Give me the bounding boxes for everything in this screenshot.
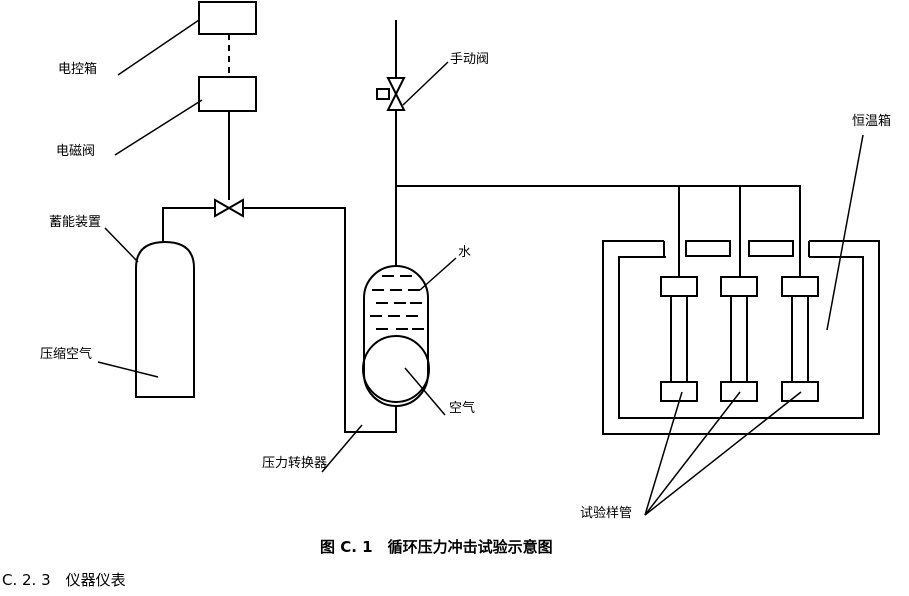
solenoid-valve-box bbox=[198, 76, 257, 112]
section-heading: C. 2. 3 仪器仪表 bbox=[2, 571, 126, 589]
label-compressed-air: 压缩空气 bbox=[40, 346, 92, 362]
leader-thermostatic-box bbox=[826, 134, 864, 331]
solenoid-valve-symbol bbox=[214, 198, 232, 218]
control-box bbox=[198, 1, 257, 35]
label-solenoid-valve: 电磁阀 bbox=[56, 144, 95, 159]
valve-to-converter-pipe bbox=[243, 207, 397, 433]
accumulator-vessel bbox=[135, 240, 195, 398]
leader-pressure-converter bbox=[321, 424, 363, 473]
leader-test-samples bbox=[644, 391, 802, 516]
label-test-samples: 试验样管 bbox=[580, 505, 632, 521]
label-thermostatic-box: 恒温箱 bbox=[852, 113, 891, 129]
sample-tube-2 bbox=[720, 276, 758, 402]
label-pressure-converter: 压力转换器 bbox=[262, 456, 327, 471]
leader-water bbox=[419, 257, 457, 291]
air-bladder bbox=[362, 335, 430, 403]
label-water: 水 bbox=[458, 245, 471, 260]
leader-compressed-air bbox=[97, 361, 159, 378]
thermostatic-box bbox=[602, 240, 880, 435]
sample-tube-3 bbox=[781, 276, 819, 402]
leader-solenoid bbox=[114, 99, 203, 156]
leader-accumulator bbox=[104, 227, 139, 263]
water-dashes bbox=[370, 275, 424, 330]
sample-tube-1 bbox=[660, 276, 698, 402]
label-manual-valve: 手动阀 bbox=[450, 52, 489, 67]
leader-air bbox=[404, 367, 446, 416]
header-pipe bbox=[396, 185, 801, 277]
figure-caption: 图 C. 1 循环压力冲击试验示意图 bbox=[320, 538, 553, 556]
accumulator-pipe bbox=[162, 207, 215, 242]
leader-manual-valve bbox=[402, 61, 449, 106]
manual-valve-symbol bbox=[386, 77, 406, 97]
label-accumulator: 蓄能装置 bbox=[49, 215, 101, 230]
label-air: 空气 bbox=[449, 400, 475, 416]
label-control-box: 电控箱 bbox=[58, 61, 97, 77]
leader-control-box bbox=[117, 19, 200, 76]
manual-valve-handle bbox=[376, 88, 390, 100]
